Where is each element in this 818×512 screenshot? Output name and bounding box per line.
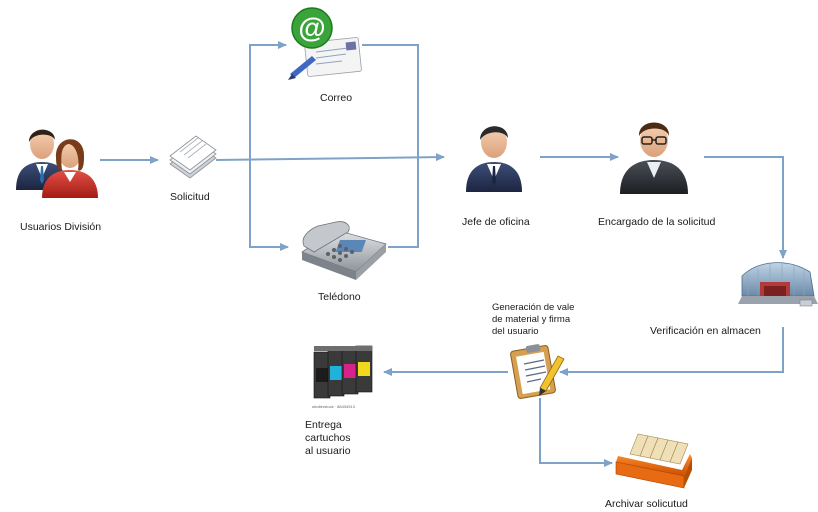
label-verificacion-almacen: Verificación en almacen <box>650 325 761 337</box>
label-solicitud: Solicitud <box>170 191 210 203</box>
arrow-correo-to-jefe <box>362 44 419 157</box>
arrow-to-telefono <box>249 160 289 251</box>
watermark-credit: shutterstock · 88434913 <box>312 404 355 409</box>
label-correo: Correo <box>320 92 353 104</box>
warehouse-icon <box>738 262 818 307</box>
arrow-to-correo <box>249 41 287 160</box>
telephone-icon <box>301 221 387 280</box>
file-drawer-icon <box>615 433 692 489</box>
users-pair-icon <box>16 129 98 198</box>
paper-stack-icon <box>169 135 217 179</box>
arrow-almacen-to-vale <box>559 327 784 376</box>
label-telefono: Telédono <box>318 291 361 303</box>
label-encargado-solicitud: Encargado de la solicitud <box>598 216 716 228</box>
ink-cartridges-icon <box>313 345 373 399</box>
clipboard-pencil-icon <box>510 344 565 399</box>
connector-arrows <box>100 41 787 467</box>
svg-text:@: @ <box>298 12 325 43</box>
manager-icon <box>466 126 522 192</box>
label-generacion-vale: Generación de vale de material y firma d… <box>492 302 575 337</box>
label-jefe-de-oficina: Jefe de oficina <box>462 216 530 228</box>
arrow-telefono-to-jefe <box>388 157 419 248</box>
label-usuarios-division: Usuarios División <box>20 221 102 233</box>
email-at-icon: @ <box>288 7 362 80</box>
clerk-with-glasses-icon <box>620 122 688 194</box>
arrow-encargado-to-almacen <box>704 156 787 259</box>
arrow-vale-to-archivar <box>539 398 613 467</box>
label-archivar-solicitud: Archivar solicutud <box>605 498 688 510</box>
arrow-solicitud-to-jefe <box>215 153 445 162</box>
label-entrega-cartuchos: Entrega cartuchos al usuario <box>305 419 351 458</box>
